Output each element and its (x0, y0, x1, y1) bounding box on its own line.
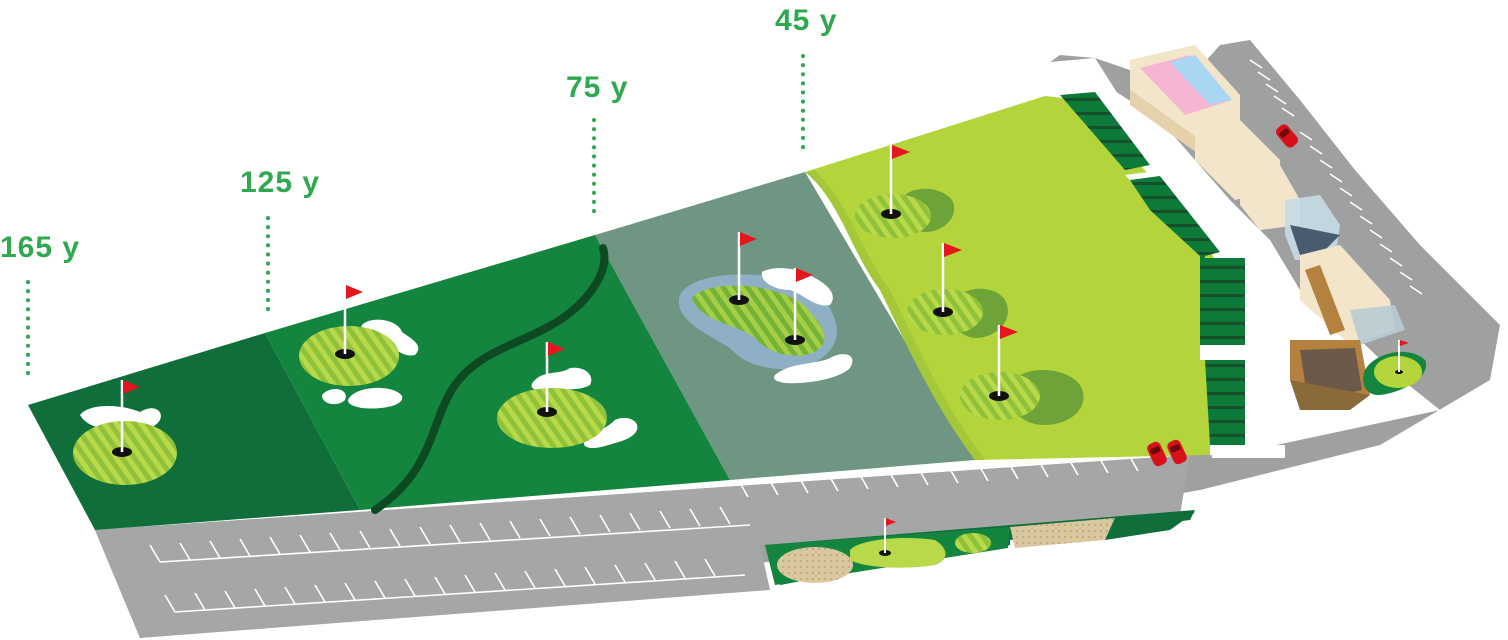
bunker-icon (774, 354, 853, 384)
flag-icon (886, 518, 896, 526)
target-green (73, 380, 177, 485)
target-green (299, 285, 419, 409)
parking-area (95, 40, 1500, 638)
flag-icon (548, 342, 565, 356)
car-icon (1147, 441, 1167, 467)
flag-icon (1000, 325, 1018, 339)
creek (371, 244, 609, 514)
target-green (960, 325, 1084, 425)
distance-label: 75 y (566, 71, 628, 104)
parking-stalls (149, 59, 1423, 613)
distance-label: 165 y (0, 231, 80, 264)
bunker-icon (348, 387, 403, 409)
flag-icon (123, 380, 140, 394)
flag-icon (892, 145, 910, 159)
range-zones (28, 96, 1215, 530)
bunker-icon (761, 268, 833, 306)
practice-green (1363, 340, 1427, 396)
cars (1147, 124, 1299, 467)
distance-marker-45: 45 y (775, 4, 837, 154)
zone-45y (805, 96, 1215, 460)
distance-marker-165: 165 y (0, 231, 80, 382)
target-green (907, 243, 1008, 338)
car-icon (1167, 439, 1187, 465)
distance-marker-125: 125 y (240, 166, 320, 314)
flag-icon (346, 285, 363, 299)
flag-icon (944, 243, 962, 257)
flag-icon (1400, 340, 1409, 346)
clubhouse (1130, 45, 1405, 410)
bunker-icon (583, 417, 638, 448)
distance-marker-75: 75 y (566, 71, 628, 217)
distance-label: 45 y (775, 4, 837, 37)
building-icon (1130, 45, 1240, 155)
short-game-area (765, 510, 1195, 585)
distance-markers: 165 y 125 y 75 y 45 y (0, 4, 837, 382)
target-green (855, 145, 955, 238)
driving-bays (1050, 58, 1285, 458)
flag-icon (796, 268, 813, 282)
distance-label: 125 y (240, 166, 320, 199)
car-icon (1275, 124, 1299, 148)
target-green (678, 232, 853, 384)
target-greens (73, 145, 1084, 485)
target-green (497, 342, 638, 448)
bunker-icon (322, 388, 346, 405)
flag-icon (740, 232, 757, 246)
bunker-icon (360, 319, 419, 356)
